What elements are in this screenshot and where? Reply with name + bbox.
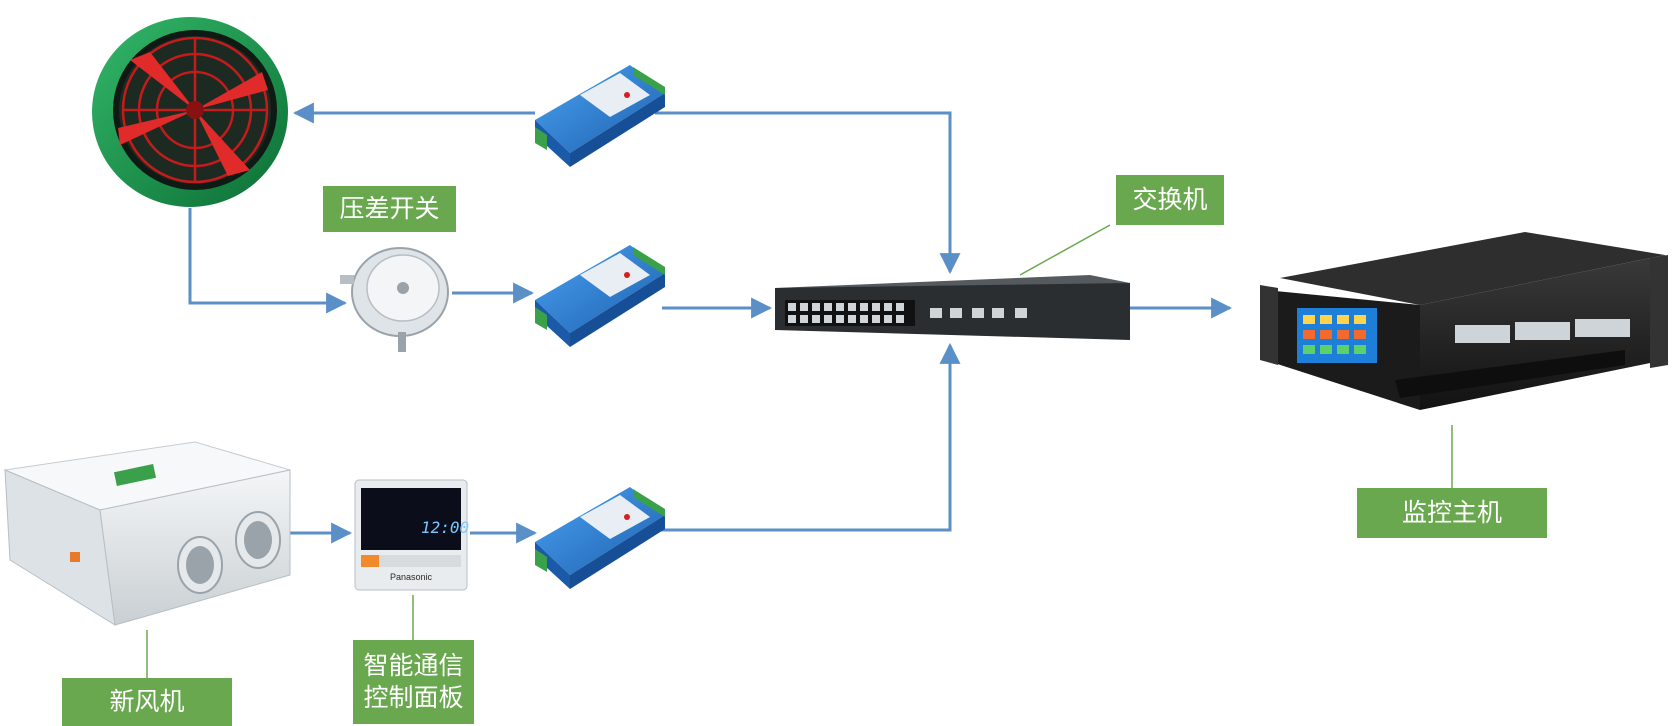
axial-fan-icon — [92, 17, 288, 207]
label-monitor-host: 监控主机 — [1357, 488, 1547, 538]
rs485-converter-2-icon — [535, 245, 665, 347]
panel-display-time: 12:00 — [421, 518, 469, 537]
monitoring-host-icon — [1260, 232, 1668, 410]
pressure-switch-icon — [340, 247, 449, 352]
control-panel-icon: 12:00 Panasonic — [354, 479, 469, 591]
label-control-panel-line2: 控制面板 — [363, 683, 464, 712]
connections — [188, 102, 1233, 544]
leader-switch — [1019, 224, 1111, 276]
fresh-air-unit-icon — [3, 441, 291, 626]
rs485-converter-3-icon — [535, 487, 665, 589]
label-control-panel-line1: 智能通信 — [363, 651, 464, 680]
label-pressure-switch: 压差开关 — [323, 186, 456, 232]
network-switch-icon — [775, 275, 1130, 340]
arrow-converter3-to-switch — [660, 342, 961, 532]
rs485-converter-1-icon — [535, 65, 665, 167]
arrow-converter1-to-switch — [655, 111, 961, 275]
arrow-fan-to-pressure-switch — [188, 208, 348, 314]
label-leaders — [146, 224, 1453, 678]
label-switch: 交换机 — [1116, 175, 1224, 225]
panel-brand: Panasonic — [390, 572, 433, 582]
label-fresh-air-unit: 新风机 — [62, 678, 232, 726]
label-control-panel: 智能通信 控制面板 — [353, 640, 474, 724]
